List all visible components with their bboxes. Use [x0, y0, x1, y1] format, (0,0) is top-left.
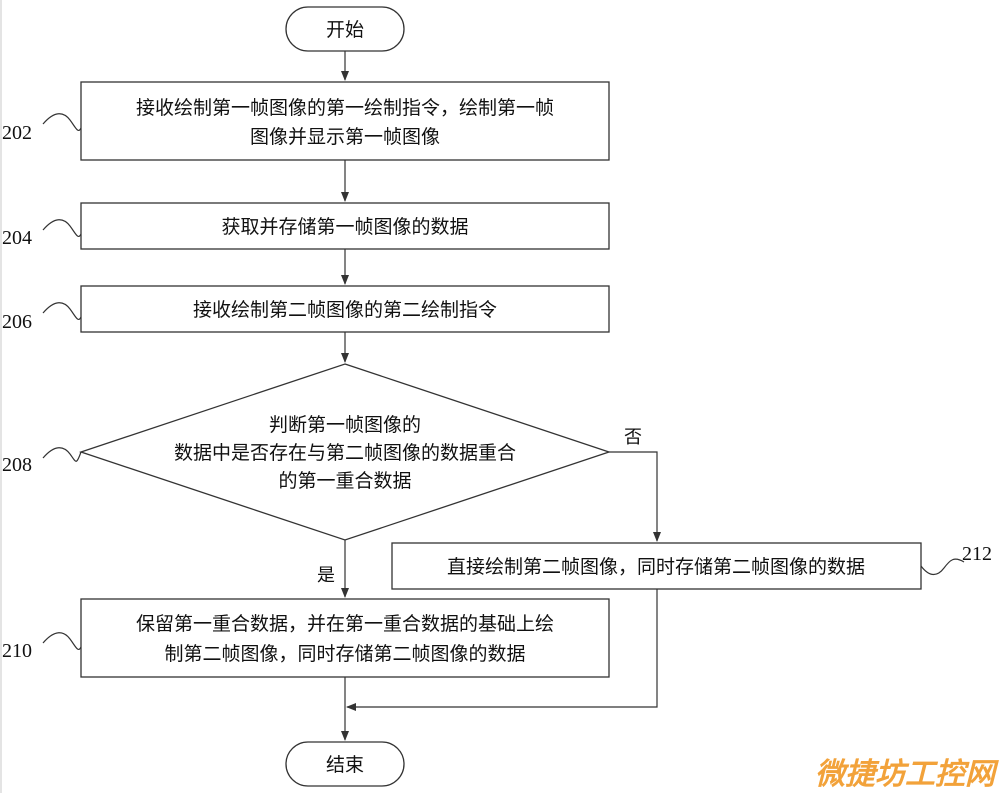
step-204-leader	[42, 219, 82, 238]
decision-208-line-1: 判断第一帧图像的	[269, 414, 421, 436]
start-node: 开始	[285, 6, 405, 52]
step-212: 直接绘制第二帧图像，同时存储第二帧图像的数据	[391, 542, 922, 590]
step-204: 获取并存储第一帧图像的数据	[80, 202, 610, 250]
step-210-leader	[42, 632, 82, 651]
step-212-number: 212	[962, 543, 992, 565]
step-206-line-1: 接收绘制第二帧图像的第二绘制指令	[193, 299, 497, 321]
arrow-212-to-merge	[346, 589, 658, 711]
step-210: 保留第一重合数据，并在第一重合数据的基础上绘 制第二帧图像，同时存储第二帧图像的…	[80, 598, 610, 678]
start-label: 开始	[326, 19, 364, 41]
end-node: 结束	[285, 741, 405, 787]
site-watermark: 微捷坊工控网	[815, 757, 999, 792]
step-202-leader	[42, 113, 82, 132]
arrow-208-no-to-212	[609, 451, 661, 542]
step-208-leader	[42, 447, 82, 462]
step-206-leader	[42, 302, 82, 321]
step-204-number: 204	[2, 227, 32, 249]
end-label: 结束	[326, 754, 364, 776]
decision-208-line-3: 的第一重合数据	[278, 470, 411, 492]
branch-no-label: 否	[624, 427, 642, 448]
step-208-number: 208	[2, 454, 32, 476]
decision-208: 判断第一帧图像的 数据中是否存在与第二帧图像的数据重合 的第一重合数据	[78, 363, 612, 541]
step-206: 接收绘制第二帧图像的第二绘制指令	[80, 285, 610, 333]
step-206-number: 206	[2, 311, 32, 333]
step-202-number: 202	[2, 122, 32, 144]
step-212-leader	[920, 558, 965, 576]
step-210-line-2: 制第二帧图像，同时存储第二帧图像的数据	[164, 643, 525, 665]
step-202-line-1: 接收绘制第一帧图像的第一绘制指令，绘制第一帧	[136, 97, 554, 119]
step-210-number: 210	[2, 640, 32, 662]
branch-yes-label: 是	[317, 565, 335, 586]
decision-208-line-2: 数据中是否存在与第二帧图像的数据重合	[174, 442, 516, 464]
step-210-line-1: 保留第一重合数据，并在第一重合数据的基础上绘	[136, 613, 554, 635]
step-202: 接收绘制第一帧图像的第一绘制指令，绘制第一帧 图像并显示第一帧图像	[80, 81, 610, 161]
step-212-line-1: 直接绘制第二帧图像，同时存储第二帧图像的数据	[447, 556, 865, 578]
step-204-line-1: 获取并存储第一帧图像的数据	[221, 216, 468, 238]
step-202-line-2: 图像并显示第一帧图像	[250, 126, 440, 148]
